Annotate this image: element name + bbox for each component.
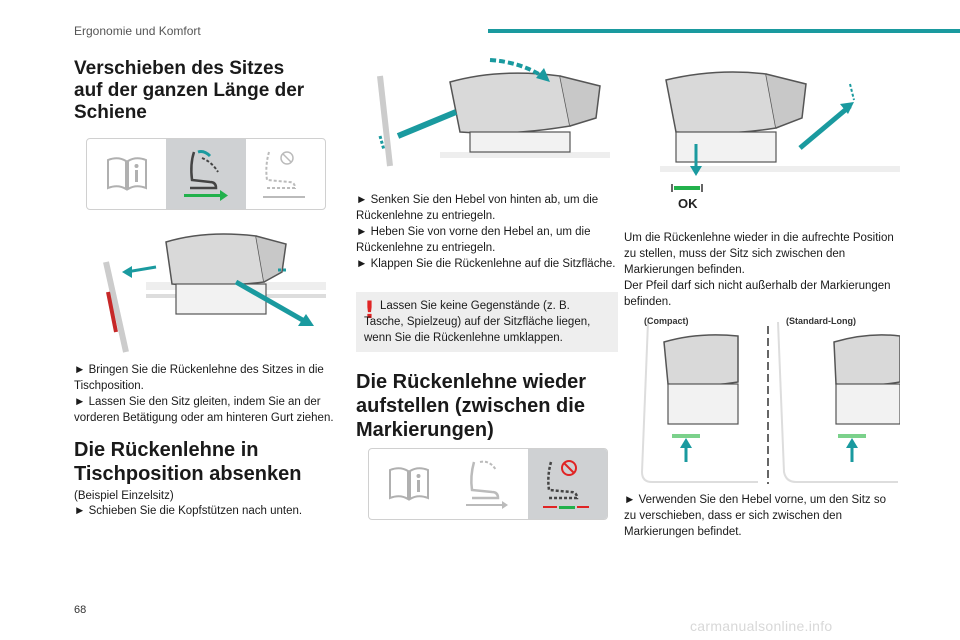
watermark: carmanualsonline.info (690, 618, 833, 634)
bullet-headrests: ► Schieben Sie die Kopfstützen nach unte… (74, 505, 303, 517)
tag-standard-long: (Standard-Long) (786, 316, 856, 326)
warning-box: ! Lassen Sie keine Gegenstände (z. B. Ta… (356, 292, 618, 352)
backrest-unlock-illustration (360, 56, 618, 180)
tag-compact: (Compact) (644, 316, 689, 326)
no-headrest-icon (246, 139, 325, 209)
bullet-item: ► Senken Sie den Hebel von hinten ab, um… (356, 194, 599, 222)
bullet-item: ► Lassen Sie den Sitz gleiten, indem Sie… (74, 396, 334, 424)
bullet-item: ► Heben Sie von vorne den Hebel an, um d… (356, 226, 591, 254)
section-accent-bar (488, 29, 960, 33)
heading-move-seat: Verschieben des Sitzes auf der ganzen Lä… (74, 58, 305, 123)
marking-ok-illustration (640, 56, 902, 208)
page-number: 68 (74, 604, 87, 616)
warning-icon: ! (364, 296, 375, 324)
compact-standard-illustration (628, 312, 901, 484)
icon-bar-raise-backrest (368, 448, 608, 520)
bullet-item: ► Klappen Sie die Rückenlehne auf die Si… (356, 258, 616, 270)
icon-bar-move-seat (86, 138, 326, 210)
warning-text: Lassen Sie keine Gegenstände (z. B. Tasc… (364, 300, 591, 344)
seat-slide-illustration (86, 222, 336, 358)
ok-label: OK (678, 196, 698, 211)
no-objects-warning-icon (527, 449, 607, 519)
manual-book-icon (369, 449, 448, 519)
example-text: (Beispiel Einzelsitz) (74, 490, 174, 502)
para-arrow: Der Pfeil darf sich nicht außerhalb der … (624, 280, 891, 308)
heading-raise-backrest: Die Rückenlehne wieder aufstellen (zwisc… (356, 371, 587, 441)
bullet-lever-front: ► Verwenden Sie den Hebel vorne, um den … (624, 494, 886, 538)
section-label: Ergonomie und Komfort (74, 24, 201, 38)
seat-fold-icon (448, 449, 527, 519)
bullet-list-1: ► Bringen Sie die Rückenlehne des Sitzes… (74, 362, 338, 426)
bullet-item: ► Bringen Sie die Rückenlehne des Sitzes… (74, 364, 324, 392)
seat-slide-icon (166, 139, 246, 209)
manual-book-icon (87, 139, 166, 209)
heading-lower-backrest: Die Rückenlehne in Tischposition absenke… (74, 439, 302, 485)
para-markings: Um die Rückenlehne wieder in die aufrech… (624, 232, 894, 276)
bullet-list-2: ► Senken Sie den Hebel von hinten ab, um… (356, 192, 618, 272)
